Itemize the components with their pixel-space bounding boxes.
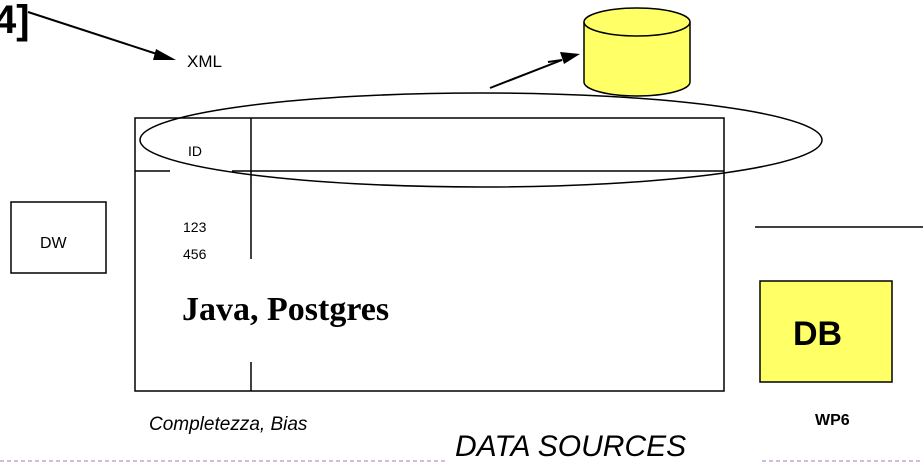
id-value-1: 123 xyxy=(183,219,207,235)
db-label: DB xyxy=(793,315,843,353)
arrow-to-cylinder xyxy=(489,52,580,89)
tech-label: Java, Postgres xyxy=(182,291,390,328)
data-table-box xyxy=(134,117,725,392)
highlight-ellipse xyxy=(139,92,823,188)
dw-label: DW xyxy=(40,235,67,252)
db-box xyxy=(759,280,893,383)
id-value-2: 456 xyxy=(183,246,207,262)
dw-box xyxy=(10,201,107,274)
corner-label: 4] xyxy=(0,0,30,42)
cylinder-storage xyxy=(583,7,691,97)
footer-title: DATA SOURCES xyxy=(455,430,687,463)
wp-label: WP6 xyxy=(815,412,850,429)
completeness-label: Completezza, Bias xyxy=(149,414,308,435)
arrow-to-xml xyxy=(27,11,176,60)
xml-label: XML xyxy=(187,52,222,71)
id-column-header: ID xyxy=(188,143,202,159)
